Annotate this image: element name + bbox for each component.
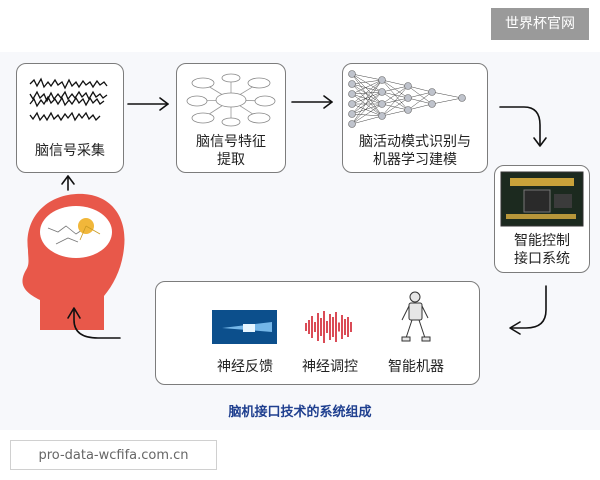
box-pattern-recognition <box>342 63 488 173</box>
watermark-bottom: pro-data-wcfifa.com.cn <box>10 440 217 470</box>
label-control-interface-line2: 接口系统 <box>514 251 570 267</box>
label-feature-extraction-line2: 提取 <box>217 152 245 168</box>
label-control-interface-line1: 智能控制 <box>514 233 570 249</box>
label-pattern-recognition: 脑活动模式识别与 机器学习建模 <box>342 133 488 169</box>
robot-icon <box>401 291 431 342</box>
neural-modulation-icon <box>305 311 352 343</box>
label-feature-extraction: 脑信号特征 提取 <box>176 133 286 169</box>
watermark-top: 世界杯官网 <box>491 8 589 40</box>
label-neural-feedback: 神经反馈 <box>217 359 273 375</box>
diagram-caption: 脑机接口技术的系统组成 <box>228 405 372 420</box>
label-feature-extraction-line1: 脑信号特征 <box>196 134 266 150</box>
label-smart-machine: 智能机器 <box>388 359 444 375</box>
label-control-interface: 智能控制 接口系统 <box>494 232 590 268</box>
label-pattern-recognition-line1: 脑活动模式识别与 <box>359 134 471 150</box>
neural-feedback-icon <box>212 310 277 344</box>
label-signal-acquisition: 脑信号采集 <box>35 143 105 159</box>
label-pattern-recognition-line2: 机器学习建模 <box>373 152 457 168</box>
label-neural-modulation: 神经调控 <box>302 359 358 375</box>
